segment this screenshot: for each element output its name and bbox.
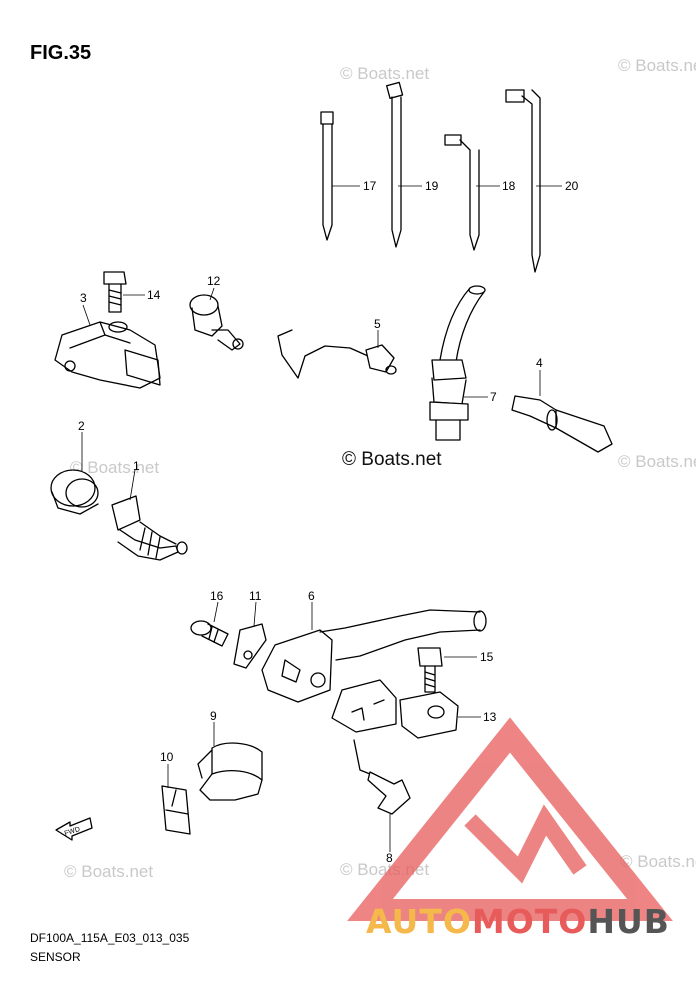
watermark: © Boats.net	[620, 852, 696, 871]
callout-6: 6	[308, 589, 315, 603]
sensor-5	[277, 329, 397, 379]
callout-9: 9	[210, 709, 217, 723]
callout-2: 2	[78, 419, 85, 433]
center-watermark: © Boats.net	[342, 449, 442, 470]
callout-13: 13	[483, 710, 497, 724]
cable-tie-17	[320, 111, 334, 241]
callout-10: 10	[160, 750, 174, 764]
callout-12: 12	[207, 274, 221, 288]
fwd-arrow-icon	[55, 817, 93, 841]
sensor-6	[261, 609, 487, 703]
logo-part-hub: HUB	[587, 902, 670, 941]
watermark: © Boats.net	[64, 862, 154, 881]
callout-17: 17	[363, 179, 377, 193]
cable-tie-20	[505, 89, 541, 273]
bracket-11	[233, 623, 267, 669]
logo-part-auto: AUTO	[366, 902, 472, 941]
callout-19: 19	[425, 179, 439, 193]
sensor-1	[111, 495, 188, 561]
sensor-8	[353, 739, 411, 815]
fwd-label: FWD	[64, 826, 81, 838]
leader-lines	[81, 185, 562, 852]
callout-5: 5	[374, 317, 381, 331]
callout-3: 3	[80, 291, 87, 305]
cable-tie-19	[386, 81, 404, 248]
callout-16: 16	[210, 589, 224, 603]
callout-18: 18	[502, 179, 516, 193]
bolt-15	[417, 647, 443, 693]
logo-triangle-icon	[347, 717, 673, 921]
cable-tie-18	[444, 134, 480, 251]
callout-14: 14	[147, 288, 161, 302]
callout-7: 7	[490, 390, 497, 404]
watermark: © Boats.net	[618, 56, 696, 75]
footer-title: SENSOR	[30, 950, 81, 964]
bolt-14	[103, 271, 127, 313]
sensor-4	[511, 395, 613, 453]
bracket-13	[331, 679, 459, 739]
footer-code: DF100A_115A_E03_013_035	[30, 931, 190, 945]
clip-10	[161, 785, 191, 835]
callout-4: 4	[536, 356, 543, 370]
bolt-16	[190, 620, 229, 647]
switch-12	[189, 294, 244, 351]
callout-20: 20	[565, 179, 579, 193]
callout-11: 11	[249, 589, 262, 603]
logo-wordmark: AUTOMOTOHUB	[366, 902, 670, 941]
grommet-2	[50, 469, 99, 515]
callout-8: 8	[386, 851, 393, 865]
callout-labels: 1 2 3 4 5 6 7 8 9 10 11 12 13 14 15 16 1…	[64, 179, 579, 865]
pressure-sensor-3	[54, 321, 161, 389]
sensor-7	[429, 285, 486, 441]
callout-1: 1	[133, 459, 140, 473]
watermark: © Boats.net	[618, 452, 696, 471]
logo-part-moto: MOTO	[471, 902, 588, 941]
figure-title: FIG.35	[30, 42, 92, 64]
clip-9	[197, 742, 263, 801]
watermark: © Boats.net	[340, 64, 430, 83]
callout-15: 15	[480, 650, 494, 664]
watermark: © Boats.net	[70, 458, 160, 477]
